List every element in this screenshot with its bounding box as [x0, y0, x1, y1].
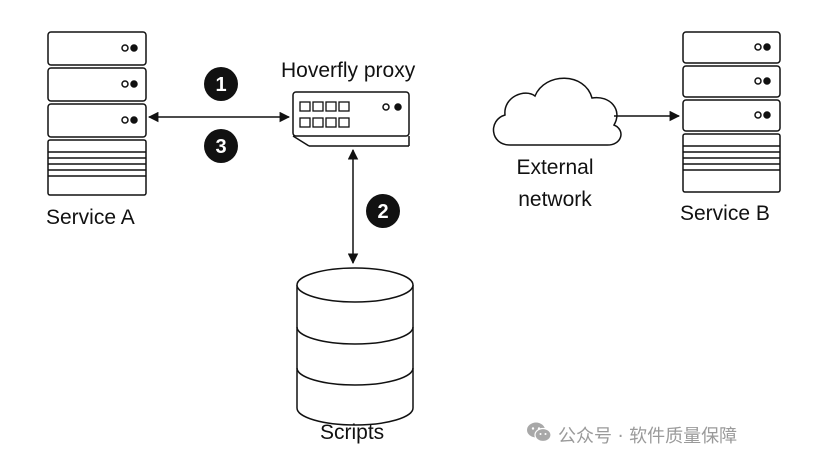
external-network-label-line2: network — [518, 188, 592, 211]
service-b-server-icon — [682, 31, 781, 193]
step-badge-3: 3 — [204, 129, 238, 163]
service-a-server-icon — [47, 31, 147, 196]
service-a-label: Service A — [46, 206, 135, 229]
hoverfly-proxy-label: Hoverfly proxy — [281, 59, 416, 82]
external-network-cloud-icon — [492, 77, 622, 146]
scripts-database-icon — [296, 267, 414, 426]
scripts-label: Scripts — [320, 421, 385, 444]
wechat-icon — [526, 421, 552, 448]
step-badge-2: 2 — [366, 194, 400, 228]
watermark: 公众号 · 软件质量保障 — [526, 421, 737, 448]
service-b-label: Service B — [680, 202, 770, 225]
svg-text:3: 3 — [215, 136, 226, 158]
external-network-label-line1: External — [516, 156, 594, 179]
svg-text:2: 2 — [377, 201, 388, 223]
hoverfly-proxy-switch-icon — [292, 91, 410, 147]
svg-text:1: 1 — [215, 74, 226, 96]
step-badge-1: 1 — [204, 67, 238, 101]
watermark-text: 公众号 · 软件质量保障 — [558, 425, 738, 447]
